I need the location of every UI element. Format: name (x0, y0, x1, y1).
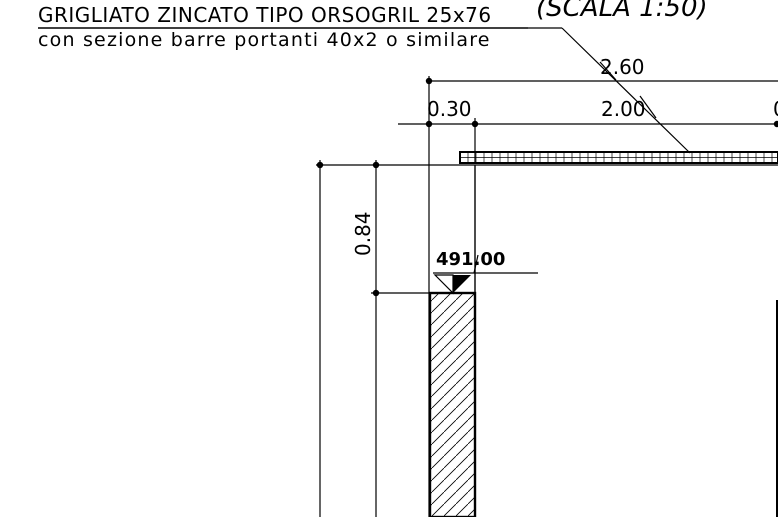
dim-text-left-offset: 0.30 (427, 97, 472, 121)
dim-text-main-span: 2.00 (601, 97, 646, 121)
dim-dot-height-outer-top (316, 161, 324, 169)
dim-dot-row2-c (773, 120, 778, 128)
dim-text-overall: 2.60 (600, 55, 645, 79)
dim-dot-height-top (372, 161, 380, 169)
level-triangle-open (433, 274, 454, 295)
scale-label: (SCALA 1:50) (536, 0, 708, 23)
level-tick (473, 254, 479, 274)
leader-line-diagonal (561, 27, 691, 154)
dim-tick-overall (599, 61, 617, 81)
dim-tick-main-span (639, 95, 657, 119)
dim-text-height: 0.84 (351, 211, 375, 256)
level-triangle-filled (453, 275, 471, 293)
grating-title-note: GRIGLIATO ZINCATO TIPO ORSOGRIL 25x76 (38, 3, 492, 27)
level-value: 491.00 (436, 249, 505, 270)
grating-subtitle-note: con sezione barre portanti 40x2 o simila… (38, 29, 491, 51)
dim-text-right-partial: 0 (773, 97, 778, 121)
hatched-post (428, 291, 477, 517)
